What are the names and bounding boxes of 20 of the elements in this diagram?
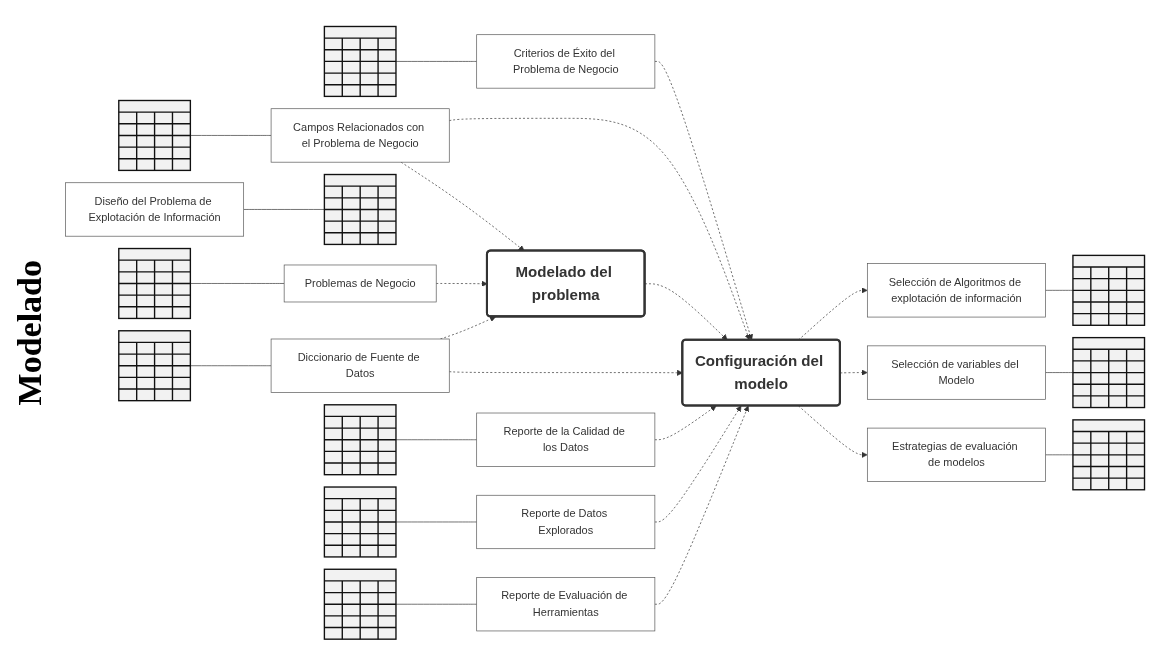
- node-box: Estrategias de evaluación de modelos: [867, 427, 1046, 483]
- connector: [190, 135, 272, 136]
- connector: [395, 61, 478, 62]
- connector: [395, 439, 478, 441]
- node-box: Diccionario de Fuente de Datos: [270, 338, 450, 393]
- connector: [190, 283, 285, 284]
- node-box: Problemas de Negocio: [283, 264, 437, 303]
- connector: [190, 365, 272, 367]
- node-box: Reporte de Evaluación de Herramientas: [476, 577, 656, 632]
- node-box: Selección de variables del Modelo: [867, 345, 1046, 400]
- connector: [395, 604, 478, 605]
- section-label: Modelado: [11, 260, 49, 406]
- node-box: Diseño del Problema de Explotación de Información: [65, 182, 244, 237]
- node-box: Criterios de Éxito del Problema de Negocio: [476, 34, 656, 89]
- connector: [243, 209, 325, 210]
- node-box: Reporte de la Calidad de los Datos: [476, 412, 656, 467]
- connector: [395, 521, 478, 523]
- node-box: Reporte de Datos Explorados: [476, 495, 656, 550]
- node-box: Selección de Algoritmos de explotación de información: [867, 263, 1046, 318]
- node-box: Campos Relacionados con el Problema de Negocio: [270, 108, 450, 163]
